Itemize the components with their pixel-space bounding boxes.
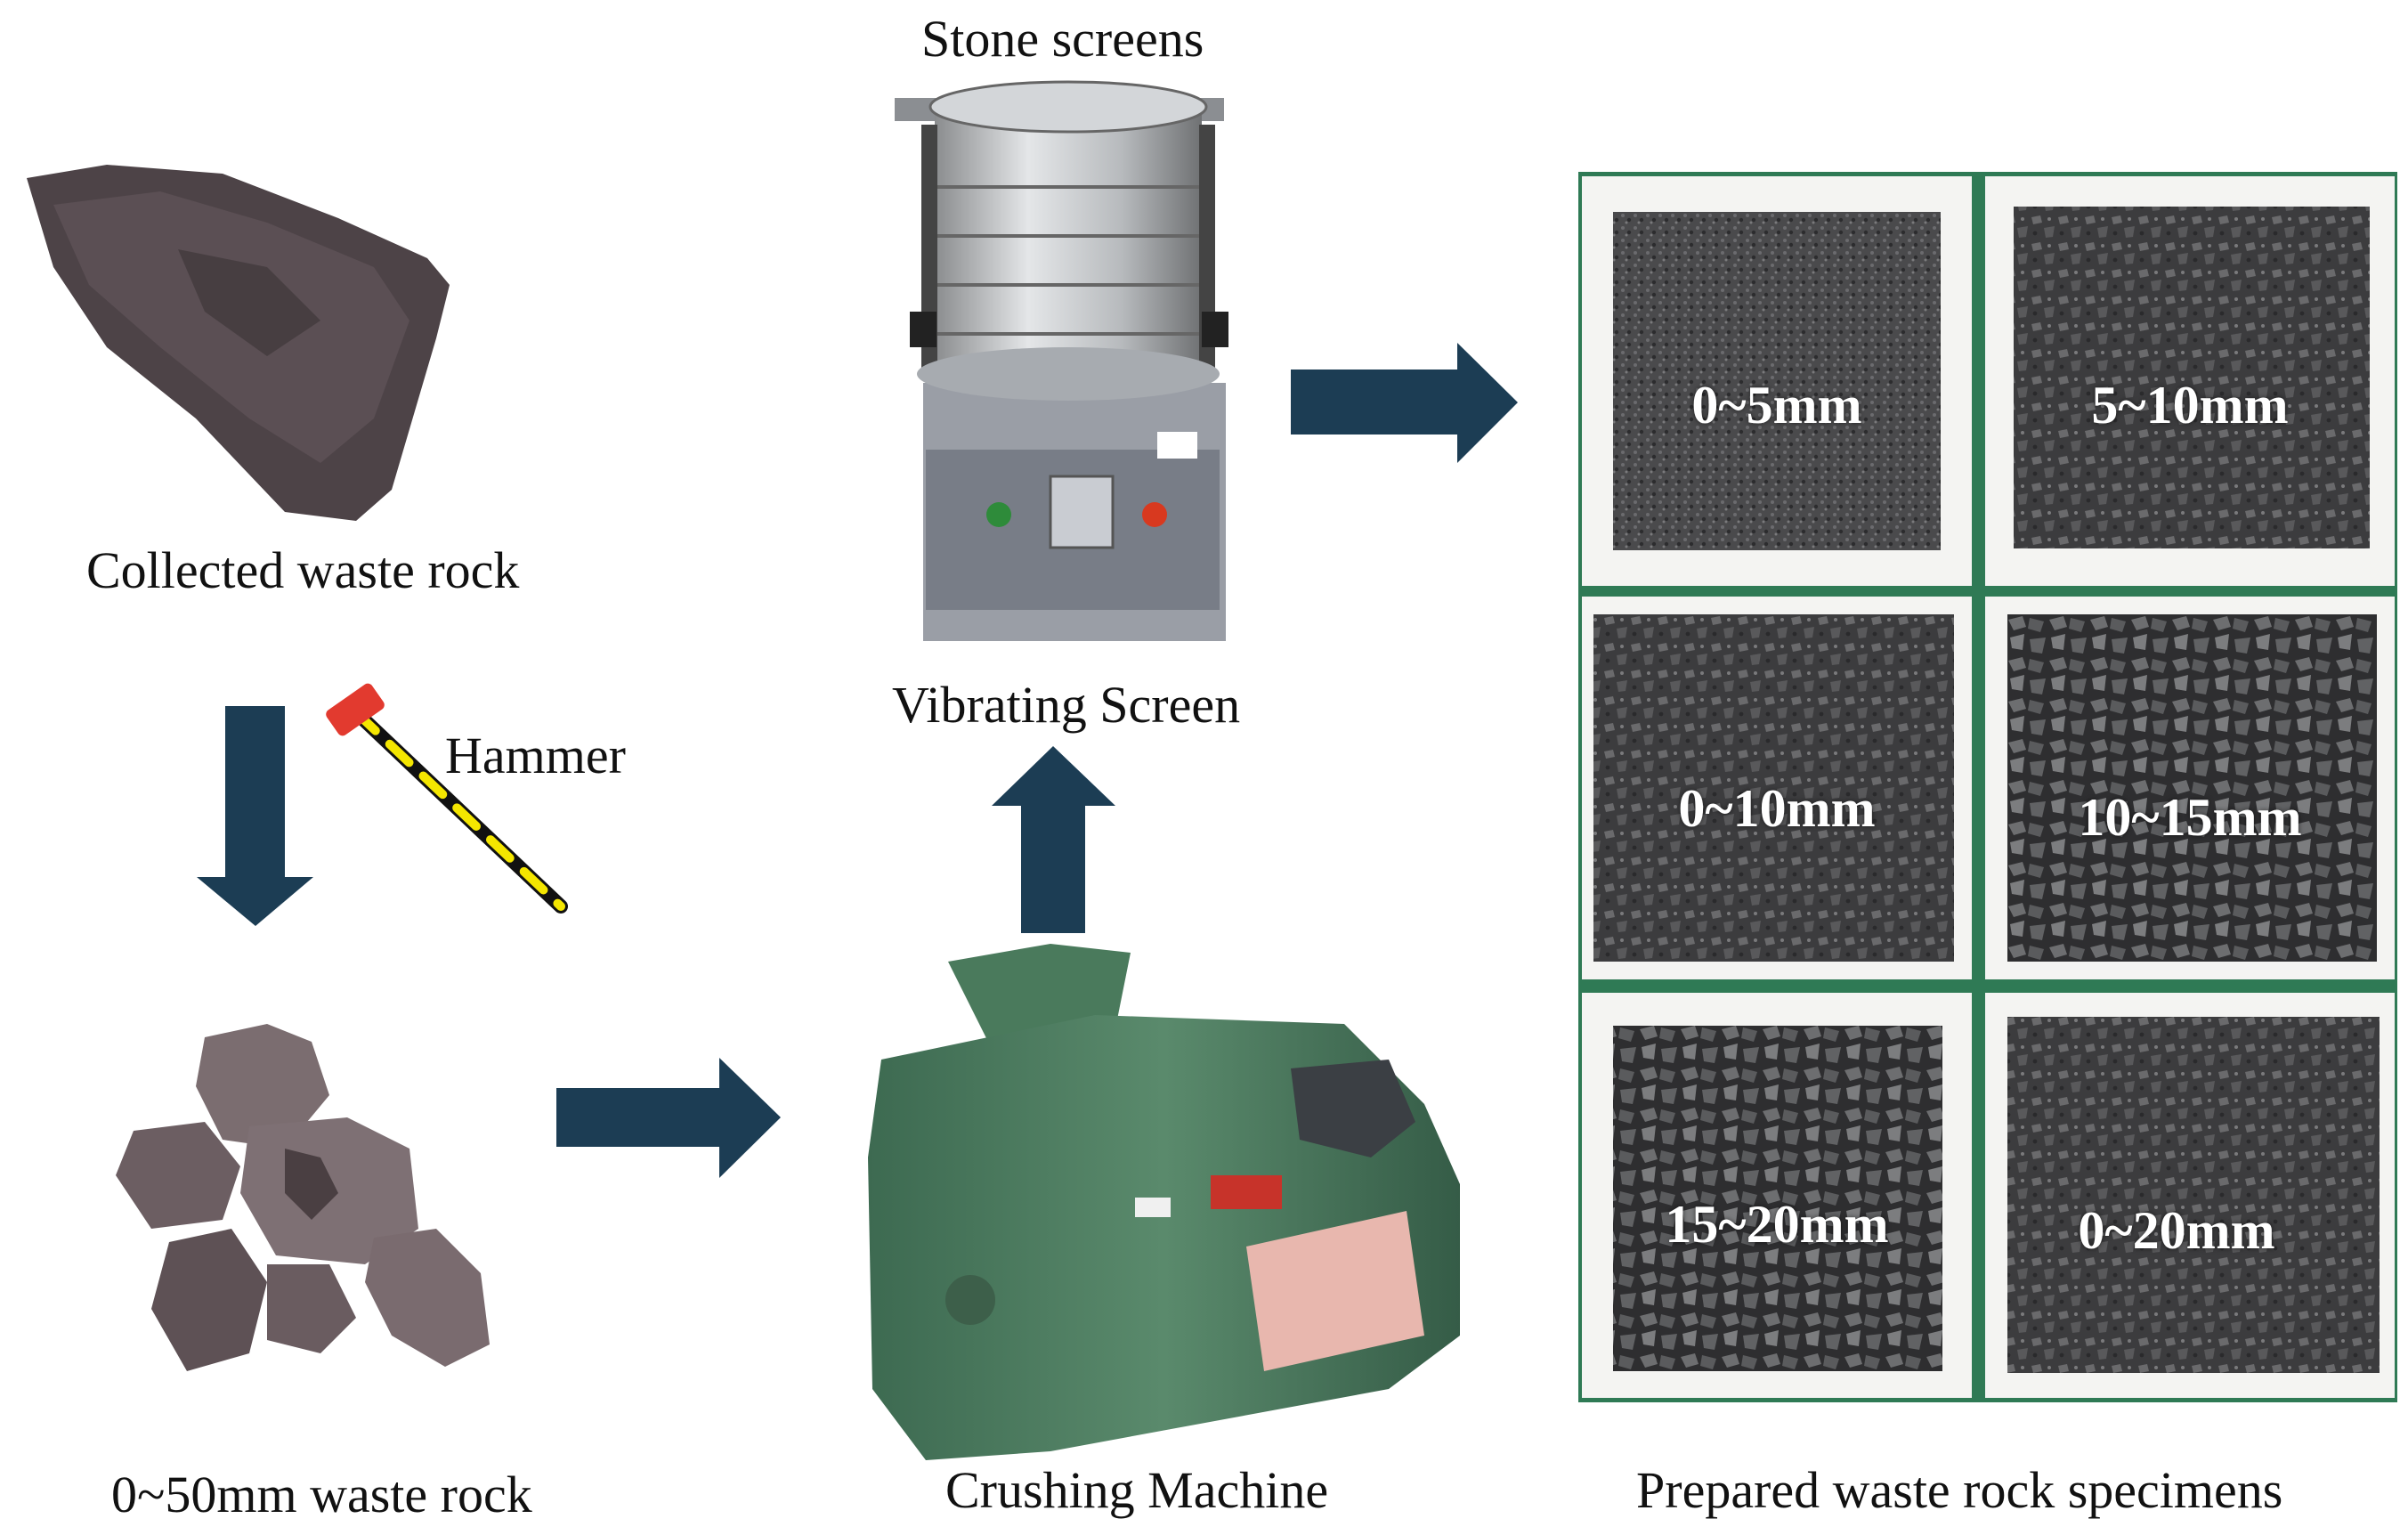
crushing-machine-image (868, 944, 1460, 1460)
crushing-machine-caption: Crushing Machine (945, 1461, 1329, 1519)
prepared-specimens-caption: Prepared waste rock specimens (1636, 1461, 2283, 1519)
tray-label-5-10: 5~10mm (2091, 376, 2289, 435)
collected-rock-image (27, 165, 450, 521)
arrow-right-to-crusher (556, 1058, 781, 1178)
vibrating-screen-image (895, 80, 1228, 641)
tray-label-0-20: 0~20mm (2078, 1201, 2275, 1260)
broken-rocks-image (116, 1024, 490, 1371)
arrow-right-to-specimens (1291, 343, 1518, 463)
hammer-caption: Hammer (445, 727, 626, 784)
tray-label-0-5: 0~5mm (1691, 376, 1862, 435)
tray-label-0-10: 0~10mm (1678, 779, 1876, 838)
arrow-down (197, 706, 313, 926)
tray-label-10-15: 10~15mm (2078, 788, 2302, 847)
arrow-up-to-screen (992, 746, 1115, 933)
tray-label-15-20: 15~20mm (1665, 1195, 1889, 1254)
hammer-icon (326, 683, 568, 914)
vibrating-screen-caption: Vibrating Screen (892, 676, 1241, 734)
stone-screens-caption: Stone screens (921, 10, 1204, 68)
rock-0-50-caption: 0~50mm waste rock (111, 1466, 532, 1523)
collected-rock-caption: Collected waste rock (86, 541, 520, 599)
specimen-tray-image (1582, 176, 2395, 1398)
specimen-panel (1578, 172, 2397, 1402)
